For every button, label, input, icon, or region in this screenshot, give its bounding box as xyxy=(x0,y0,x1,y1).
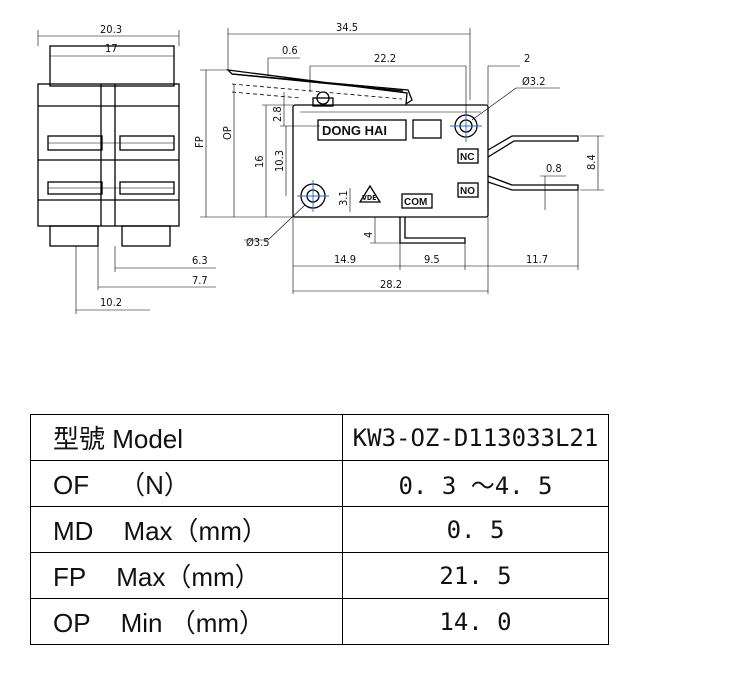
dim-0-6: 0.6 xyxy=(282,44,298,57)
front-view-dimensions: 34.5 0.6 22.2 2 Ø3.2 FP OP 2.8 16 xyxy=(193,21,604,294)
dim-22-2: 22.2 xyxy=(374,52,396,65)
row-key: 型號 Model xyxy=(30,414,343,461)
dim-hole-3-2: Ø3.2 xyxy=(522,75,546,88)
dim-8-4: 8.4 xyxy=(585,154,598,170)
dim-20-3: 20.3 xyxy=(100,23,122,36)
dim-34-5: 34.5 xyxy=(336,21,358,34)
dim-16: 16 xyxy=(253,155,266,168)
dim-6-3: 6.3 xyxy=(192,254,208,267)
vde-mark: VDE xyxy=(362,194,376,202)
no-label: NO xyxy=(460,186,475,197)
dim-fp: FP xyxy=(193,136,206,148)
row-value: KW3-OZ-D113033L21 xyxy=(342,414,609,461)
dim-7-7: 7.7 xyxy=(192,274,208,287)
dim-0-8: 0.8 xyxy=(546,162,562,175)
row-value: 14. 0 xyxy=(342,598,609,645)
com-label: COM xyxy=(404,197,427,208)
side-view xyxy=(37,45,180,247)
dim-4: 4 xyxy=(362,232,375,238)
row-value: 21. 5 xyxy=(342,552,609,599)
dim-hole-3-5: Ø3.5 xyxy=(246,236,270,249)
dim-11-7: 11.7 xyxy=(526,253,548,266)
dim-10-3: 10.3 xyxy=(273,150,286,172)
front-view: DONG HAI NC NO COM VDE xyxy=(226,69,579,244)
spec-table: 型號 Model KW3-OZ-D113033L21 OF（N） 0. 3 ～4… xyxy=(30,414,609,645)
nc-label: NC xyxy=(460,152,474,163)
row-key: OF（N） xyxy=(30,460,343,507)
dim-14-9: 14.9 xyxy=(334,253,356,266)
dim-17: 17 xyxy=(105,42,118,55)
dim-28-2: 28.2 xyxy=(380,278,402,291)
dim-3-1: 3.1 xyxy=(337,190,350,206)
dim-op: OP xyxy=(221,126,234,140)
table-row: OF（N） 0. 3 ～4. 5 xyxy=(30,460,609,507)
dim-2: 2 xyxy=(524,52,530,65)
side-view-dimensions: 20.3 17 6.3 7.7 10.2 xyxy=(37,23,216,314)
technical-drawing: 20.3 17 6.3 7.7 10.2 DONG HAI xyxy=(37,21,604,314)
dim-9-5: 9.5 xyxy=(424,253,440,266)
dim-10-2: 10.2 xyxy=(100,296,122,309)
row-value: 0. 5 xyxy=(342,506,609,553)
row-value: 0. 3 ～4. 5 xyxy=(342,460,609,507)
dim-2-8: 2.8 xyxy=(271,106,284,122)
brand-label: DONG HAI xyxy=(322,123,387,138)
table-row: 型號 Model KW3-OZ-D113033L21 xyxy=(30,414,609,461)
